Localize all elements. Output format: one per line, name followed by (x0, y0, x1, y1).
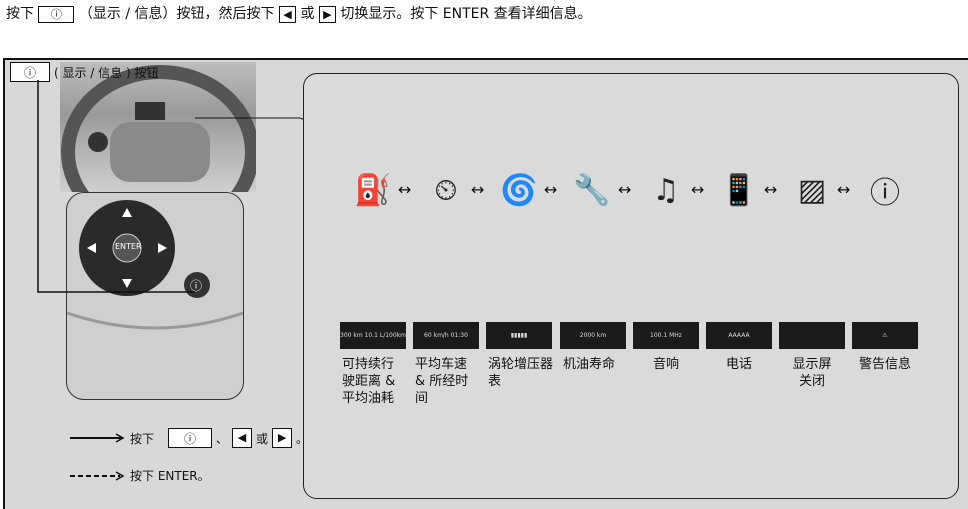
legend-solid-text: 按下 (130, 431, 155, 446)
display-info-button-callout: ⓘ ( 显示 / 信息 ) 按钮 (10, 62, 158, 82)
bidirectional-arrow-icon: ↔ (764, 180, 778, 199)
music-note-icon: ♫ (652, 172, 680, 208)
legend-solid: 按下 ⓘ 、 ◀ 或 ▶ 。 (70, 428, 308, 448)
screen-label: 平均车速 & 所经时间 (415, 357, 469, 406)
bidirectional-arrow-icon: ↔ (544, 180, 558, 199)
screen-thumbnail: ▮▮▮▮▮ (486, 322, 552, 349)
bidirectional-arrow-icon: ↔ (398, 180, 412, 199)
dashed-arrow-icon (70, 470, 125, 481)
screen-label: 音响 (652, 357, 679, 372)
steering-wheel-photo (60, 62, 256, 192)
left-arrow-key-icon: ◀ (232, 428, 253, 448)
bidirectional-arrow-icon: ↔ (471, 180, 485, 199)
legend-end: 。 (296, 431, 309, 446)
wrench-icon: 🔧 (573, 172, 611, 208)
legend-dashed: 按下 ENTER。 (70, 467, 210, 484)
intro-text-3: 或 (300, 6, 315, 22)
bidirectional-arrow-icon: ↔ (691, 180, 705, 199)
speed-time-icon: ⏲ (434, 172, 458, 208)
screen-label: 机油寿命 (563, 357, 616, 372)
intro-text-1: 按下 (6, 6, 34, 22)
phone-icon: 📱 (720, 172, 758, 208)
display-info-button-icon: ⓘ (10, 62, 50, 82)
screen-label: 涡轮增压器表 (488, 357, 554, 389)
screen-thumbnail: 300 km 10.1 L/100km (340, 322, 406, 349)
screen-label: 显示屏关闭 (792, 357, 832, 389)
enter-button-label: ENTER (115, 242, 142, 251)
steering-control-pad: ENTER ⓘ (66, 192, 244, 400)
display-info-button-icon: ⓘ (38, 5, 75, 23)
screen-thumbnail: 2000 km (560, 322, 626, 349)
screen-label: 警告信息 (858, 357, 911, 372)
legend-dashed-text: 按下 ENTER。 (130, 469, 210, 483)
left-arrow-key-icon: ◀ (278, 5, 296, 23)
bidirectional-arrow-icon: ↔ (837, 180, 851, 199)
fuel-range-icon: ⛽ (354, 172, 392, 208)
turbo-icon: 🌀 (500, 172, 538, 208)
legend-or: 或 (256, 431, 269, 446)
screen-label: 电话 (725, 357, 752, 372)
warning-info-icon: ⓘ (870, 176, 900, 211)
screen-thumbnail: 100.1 MHz (633, 322, 699, 349)
screen-thumbnail (779, 322, 845, 349)
screen-thumbnail: ⚠ (852, 322, 918, 349)
screen-thumbnail: AAAAA (706, 322, 772, 349)
legend-separator: 、 (216, 431, 229, 446)
display-off-icon: ▨ (797, 172, 827, 208)
display-cycle-panel (303, 73, 959, 499)
solid-arrow-icon (70, 433, 125, 443)
button-label: ( 显示 / 信息 ) 按钮 (54, 65, 159, 80)
bidirectional-arrow-icon: ↔ (618, 180, 632, 199)
right-arrow-key-icon: ▶ (272, 428, 293, 448)
intro-text-2: （显示 / 信息）按钮，然后按下 (78, 6, 275, 22)
screen-label: 可持续行驶距离 & 平均油耗 (342, 357, 396, 406)
screen-thumbnail: 60 km/h 01:30 (413, 322, 479, 349)
info-button-icon: ⓘ (190, 279, 203, 293)
intro-text-4: 切换显示。按下 ENTER 查看详细信息。 (340, 6, 592, 22)
display-info-button-icon: ⓘ (168, 428, 213, 448)
intro-text: 按下 ⓘ （显示 / 信息）按钮，然后按下 ◀ 或 ▶ 切换显示。按下 ENTE… (6, 4, 646, 24)
right-arrow-key-icon: ▶ (318, 5, 336, 23)
